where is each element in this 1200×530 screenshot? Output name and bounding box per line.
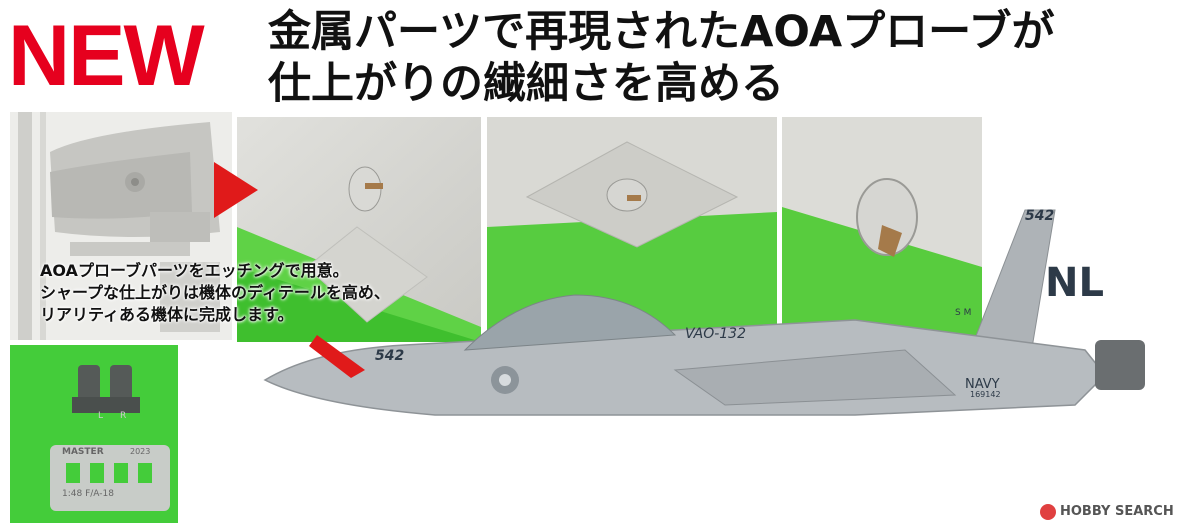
- left-marker: L: [98, 411, 104, 421]
- caption-line-1: AOAプローブパーツをエッチングで用意。: [40, 261, 349, 280]
- watermark-text: HOBBY SEARCH: [1060, 504, 1174, 519]
- watermark: HOBBY SEARCH: [1040, 500, 1190, 524]
- squadron-label: VAO-132: [685, 326, 746, 342]
- new-badge: NEW: [8, 8, 205, 104]
- photo-parts-and-etch: L R MASTER 2023 1:48 F/A-18: [10, 345, 178, 523]
- photo-probe-closeup-3: [782, 117, 982, 342]
- headline: 金属パーツで再現されたAOAプローブが 仕上がりの繊細さを高める: [268, 6, 1188, 110]
- hobby-search-logo-icon: [1040, 503, 1056, 520]
- photo-plastic-part-drawing: [10, 112, 232, 340]
- photo-probe-closeup-1: [237, 117, 481, 342]
- nose-number: 542: [375, 348, 405, 364]
- right-marker: R: [120, 411, 127, 421]
- jet-drawing: [263, 209, 1145, 416]
- caption-line-3: リアリティある機体に完成します。: [40, 305, 294, 324]
- photo-probe-closeup-3-drawing: [782, 117, 982, 342]
- headline-line-1: 金属パーツで再現されたAOAプローブが: [268, 7, 1055, 57]
- headline-line-2: 仕上がりの繊細さを高める: [268, 59, 784, 109]
- photo-parts-drawing: [10, 345, 178, 523]
- etch-year: 2023: [130, 447, 151, 456]
- serial-number: 169142: [970, 390, 1001, 399]
- etch-brand: MASTER: [62, 447, 104, 457]
- caption-line-2: シャープな仕上がりは機体のディテールを高め、: [40, 283, 390, 302]
- red-arrow-right-icon: [214, 162, 258, 218]
- tail-number: 542: [1025, 208, 1055, 224]
- service-label: NAVY: [965, 377, 1000, 392]
- photo-probe-closeup-1-drawing: [237, 117, 481, 342]
- feature-caption: AOAプローブパーツをエッチングで用意。 シャープな仕上がりは機体のディテールを…: [40, 260, 460, 326]
- tail-letters: S M: [955, 308, 972, 318]
- tail-code: NL: [1045, 260, 1104, 306]
- photo-plastic-part: [10, 112, 232, 340]
- etch-scale-label: 1:48 F/A-18: [62, 489, 114, 499]
- jet-illustration: 542 542 VAO-132 NAVY NL 169142 S M: [255, 200, 1175, 470]
